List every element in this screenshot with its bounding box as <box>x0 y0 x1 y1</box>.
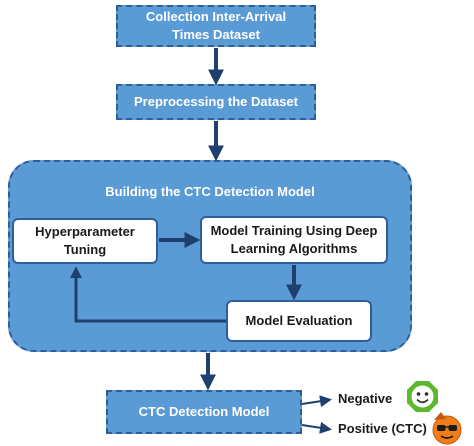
detection-model-label: CTC Detection Model <box>138 404 270 419</box>
preprocessing-label: Preprocessing the Dataset <box>133 94 298 109</box>
building-model-title: Building the CTC Detection Model <box>105 184 315 199</box>
hyperparameter-label: Hyperparameter Tuning <box>35 224 135 257</box>
training-label: Model Training Using Deep Learning Algor… <box>210 223 378 256</box>
evaluation-label: Model Evaluation <box>245 313 353 328</box>
positive-sunglasses-icon <box>432 412 462 445</box>
detection-model-box: CTC Detection Model <box>106 390 302 434</box>
positive-label: Positive (CTC) <box>338 421 427 436</box>
arrow-evaluation-to-hyperparameter <box>70 266 226 323</box>
preprocessing-box: Preprocessing the Dataset <box>116 84 316 120</box>
arrow-to-negative <box>301 395 332 408</box>
training-box: Model Training Using Deep Learning Algor… <box>200 216 388 264</box>
negative-label: Negative <box>338 391 393 406</box>
evaluation-box: Model Evaluation <box>226 300 372 342</box>
hyperparameter-box: Hyperparameter Tuning <box>12 218 158 264</box>
arrow-to-positive <box>301 421 332 434</box>
dataset-label: Collection Inter-Arrival Times Dataset <box>145 9 287 42</box>
dataset-box: Collection Inter-Arrival Times Dataset <box>116 5 316 47</box>
negative-smiley-icon <box>407 381 438 412</box>
